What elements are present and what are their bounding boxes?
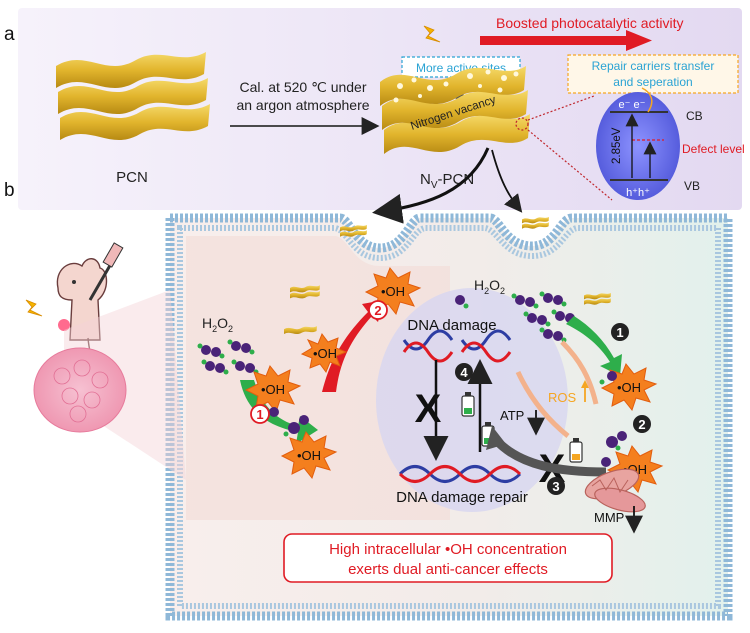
band-gap-label: 2.85eV [611, 127, 623, 164]
panel-a-letter: a [4, 24, 15, 45]
band-diagram [596, 92, 680, 200]
oh-burst-4: •OH [280, 431, 338, 480]
h2o2-molecules-right [511, 291, 579, 343]
repair-line-1: Repair carriers transfer [592, 59, 715, 73]
battery-icon-upper [461, 392, 475, 417]
step-2-red: 2 [368, 300, 388, 320]
block-x-upper: X [415, 387, 442, 431]
oh-h-atoms [283, 303, 621, 451]
nv-pcn-sheets [380, 66, 530, 154]
tumor-cells [53, 359, 109, 423]
svg-text:2: 2 [638, 417, 645, 432]
svg-text:•OH: •OH [313, 346, 337, 361]
uptake-arrow-left [372, 147, 490, 224]
step-1-red: 1 [250, 404, 270, 424]
electrons-label: e⁻ e⁻ [619, 99, 646, 111]
cb-label: CB [686, 109, 703, 123]
atp-label: ATP [500, 408, 524, 423]
svg-text:•OH: •OH [381, 284, 405, 299]
red-arrow-left [322, 300, 384, 392]
svg-text:•OH: •OH [261, 382, 285, 397]
pcn-in-cell [284, 216, 611, 335]
svg-text:•OH: •OH [297, 448, 321, 463]
atp-supply-arrow-head [486, 426, 506, 450]
holes-label: h⁺h⁺ [626, 187, 650, 199]
svg-text:4: 4 [460, 365, 468, 380]
dna-repair-label: DNA damage repair [396, 489, 528, 506]
svg-text:1: 1 [616, 325, 623, 340]
oh-burst-2: •OH [300, 332, 348, 374]
conclusion-line-2: exerts dual anti-cancer effects [348, 561, 548, 578]
h2o2-molecules-left [197, 339, 259, 375]
repair-arrow [641, 87, 653, 113]
svg-text:3: 3 [552, 479, 559, 494]
pcn-label: PCN [116, 169, 148, 186]
step-2-black: 2 [633, 415, 651, 433]
boosted-arrow-shaft [480, 36, 628, 45]
lightning-icon [423, 25, 441, 43]
green-arrow-right [566, 316, 622, 376]
step-3-black: 3 [547, 477, 565, 495]
syringe-needle [88, 261, 114, 301]
cell-membrane-outer [165, 213, 733, 621]
repair-line-2: and seperation [613, 75, 692, 89]
zoom-circle [515, 117, 529, 131]
conclusion-box [283, 533, 613, 583]
h2o2-label-left: H2O2 [202, 315, 233, 334]
dna-repaired [398, 465, 522, 483]
step-4-black: 4 [455, 363, 473, 381]
dna-damage-label: DNA damage [407, 317, 496, 334]
ros-up-arrow-head [581, 380, 589, 388]
oh-burst-3: •OH [244, 365, 302, 414]
dna-damaged [402, 329, 512, 363]
boosted-arrow-head [626, 30, 652, 51]
step-1-black: 1 [611, 323, 629, 341]
pcn-sheets [56, 52, 210, 140]
conclusion-line-1: High intracellular •OH concentration [329, 541, 567, 558]
mmp-label: MMP [594, 510, 624, 525]
mitochondria [584, 468, 646, 513]
tumor [33, 347, 127, 433]
atp-supply-arrow [492, 436, 607, 477]
repair-box [567, 54, 739, 94]
battery-icon-mito [569, 438, 583, 463]
vb-label: VB [684, 179, 700, 193]
condition-line-2: an argon atmosphere [236, 97, 369, 113]
oh-atoms [269, 295, 627, 467]
light-lightning-icon [25, 299, 43, 317]
panel-b-letter: b [4, 180, 15, 201]
condition-line-1: Cal. at 520 ℃ under [239, 79, 366, 95]
svg-text:1: 1 [256, 407, 263, 422]
svg-text:•OH: •OH [617, 380, 641, 395]
nv-pcn-label: NV-PCN [420, 171, 474, 191]
boosted-label: Boosted photocatalytic activity [496, 15, 684, 31]
ros-arrow [560, 340, 599, 405]
ros-label: ROS [548, 390, 577, 405]
h2o2-label-right: H2O2 [474, 277, 505, 296]
syringe-body [102, 242, 124, 268]
svg-text:2: 2 [374, 303, 381, 318]
ros-to-dna-arrow [515, 370, 570, 438]
defect-level-label: Defect level [682, 142, 745, 156]
uptake-arrow-right [491, 149, 523, 213]
